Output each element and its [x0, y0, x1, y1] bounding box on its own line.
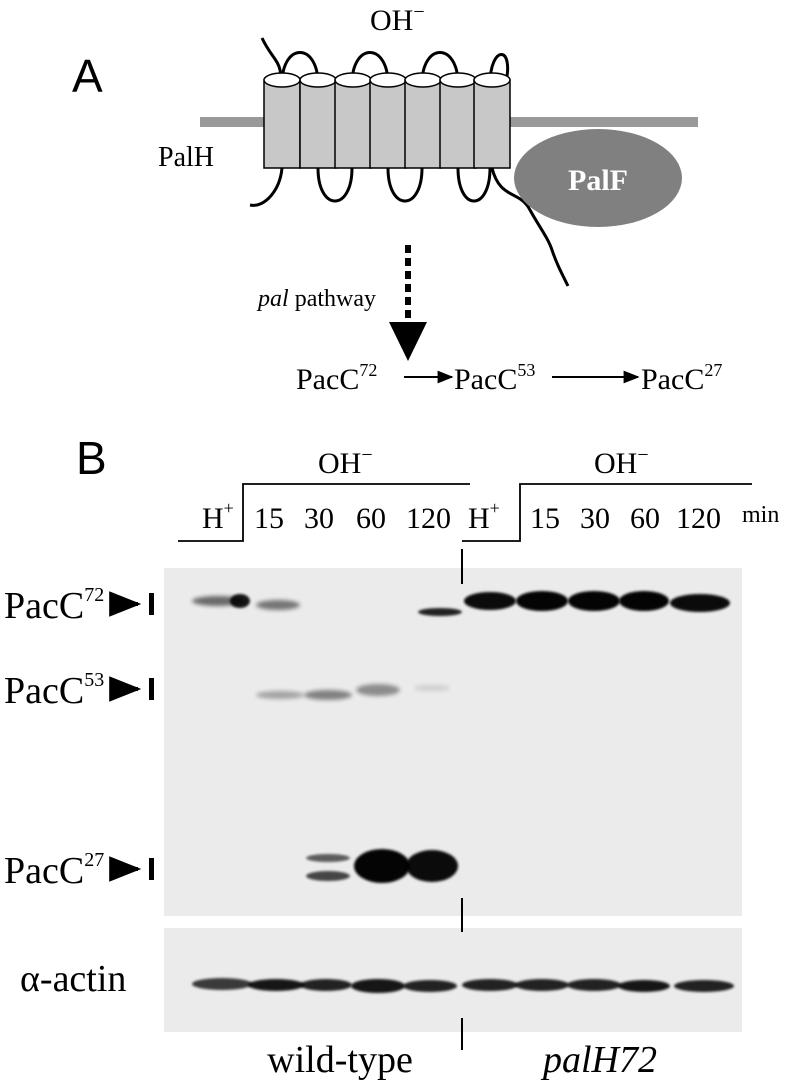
band-mut-30-72: [568, 591, 620, 611]
mut-time-120: 120: [676, 502, 721, 535]
mut-acid-label: H+: [468, 498, 500, 535]
actin-band-9: [618, 980, 670, 992]
band-wt-120-53: [414, 685, 450, 691]
actin-label: α-actin: [20, 958, 126, 1000]
band-wt-60-27: [354, 849, 410, 883]
band-mut-acid-72: [464, 592, 516, 610]
wt-time-60: 60: [356, 502, 386, 535]
panel-b: B OH− H+ 15 30 60 120 OH− H+ 15 30 60 12…: [4, 432, 779, 1081]
band-arrow-pacc72: [109, 591, 154, 617]
pathway-label: pal pathway: [256, 286, 376, 312]
band-label-pacc27: PacC27: [4, 849, 104, 892]
wt-acid-label: H+: [202, 498, 234, 535]
band-labels: PacC72 PacC53 PacC27: [4, 584, 154, 892]
mut-alkaline-label: OH−: [594, 444, 649, 480]
actin-band-5: [403, 980, 457, 992]
panel-a: A OH− PalH: [72, 1, 722, 396]
band-wt-30-27-upper: [306, 854, 350, 862]
mut-header-bracket: [462, 483, 752, 542]
wt-time-30: 30: [304, 502, 334, 535]
mut-time-15: 15: [530, 502, 560, 535]
palf-protein: [514, 129, 682, 227]
strain-label-wild-type: wild-type: [267, 1039, 413, 1081]
actin-band-10: [674, 980, 734, 992]
mut-time-60: 60: [630, 502, 660, 535]
panel-a-label: A: [72, 50, 103, 102]
panel-b-label: B: [76, 432, 107, 484]
band-wt-15-72: [256, 600, 300, 610]
band-mut-120-72: [670, 594, 730, 612]
band-wt-15-53: [256, 691, 304, 699]
helix-2: [299, 72, 337, 169]
helix-4: [369, 72, 407, 169]
actin-band-1: [192, 978, 252, 990]
actin-band-4: [351, 979, 405, 993]
band-arrow-pacc53: [109, 676, 154, 702]
actin-band-6: [462, 979, 518, 991]
processing-pacc72: PacC72: [296, 360, 377, 396]
pacc-blot-bands: [192, 591, 730, 883]
band-wt-30-27-lower: [306, 871, 350, 881]
band-label-pacc72: PacC72: [4, 584, 104, 627]
actin-bands: [192, 978, 734, 993]
band-wt-120-72: [418, 608, 462, 616]
transmembrane-helices: [263, 72, 511, 169]
processing-pacc27: PacC27: [641, 360, 722, 396]
actin-band-7: [515, 979, 569, 991]
pathway-arrow-head: [389, 322, 427, 361]
band-mut-60-72: [619, 591, 669, 611]
band-wt-60-53: [356, 684, 400, 696]
mut-time-30: 30: [580, 502, 610, 535]
band-wt-acid-72-edge: [230, 594, 250, 608]
actin-blot: [164, 928, 742, 1032]
helix-6: [439, 72, 477, 169]
band-wt-120-27: [406, 850, 458, 882]
helix-3: [334, 72, 372, 169]
palf-label: PalF: [568, 164, 628, 197]
helix-5: [404, 72, 442, 169]
stimulus-label: OH−: [370, 1, 425, 37]
wt-time-120: 120: [406, 502, 451, 535]
wt-alkaline-label: OH−: [318, 444, 373, 480]
time-unit: min: [742, 502, 779, 528]
palh-label: PalH: [158, 142, 214, 173]
band-mut-15-72: [516, 591, 568, 611]
wt-time-15: 15: [254, 502, 284, 535]
actin-band-8: [567, 979, 621, 991]
actin-band-2: [248, 979, 304, 991]
wt-header-bracket: [178, 483, 470, 542]
actin-band-3: [300, 979, 352, 991]
strain-label-palh72: palH72: [540, 1039, 657, 1081]
band-arrow-pacc27: [109, 856, 154, 882]
processing-pacc53: PacC53: [454, 360, 535, 396]
c-terminal-tail: [490, 167, 570, 287]
helix-7: [473, 72, 511, 169]
helix-1: [263, 72, 301, 169]
band-label-pacc53: PacC53: [4, 669, 104, 712]
band-wt-30-53: [304, 690, 352, 700]
